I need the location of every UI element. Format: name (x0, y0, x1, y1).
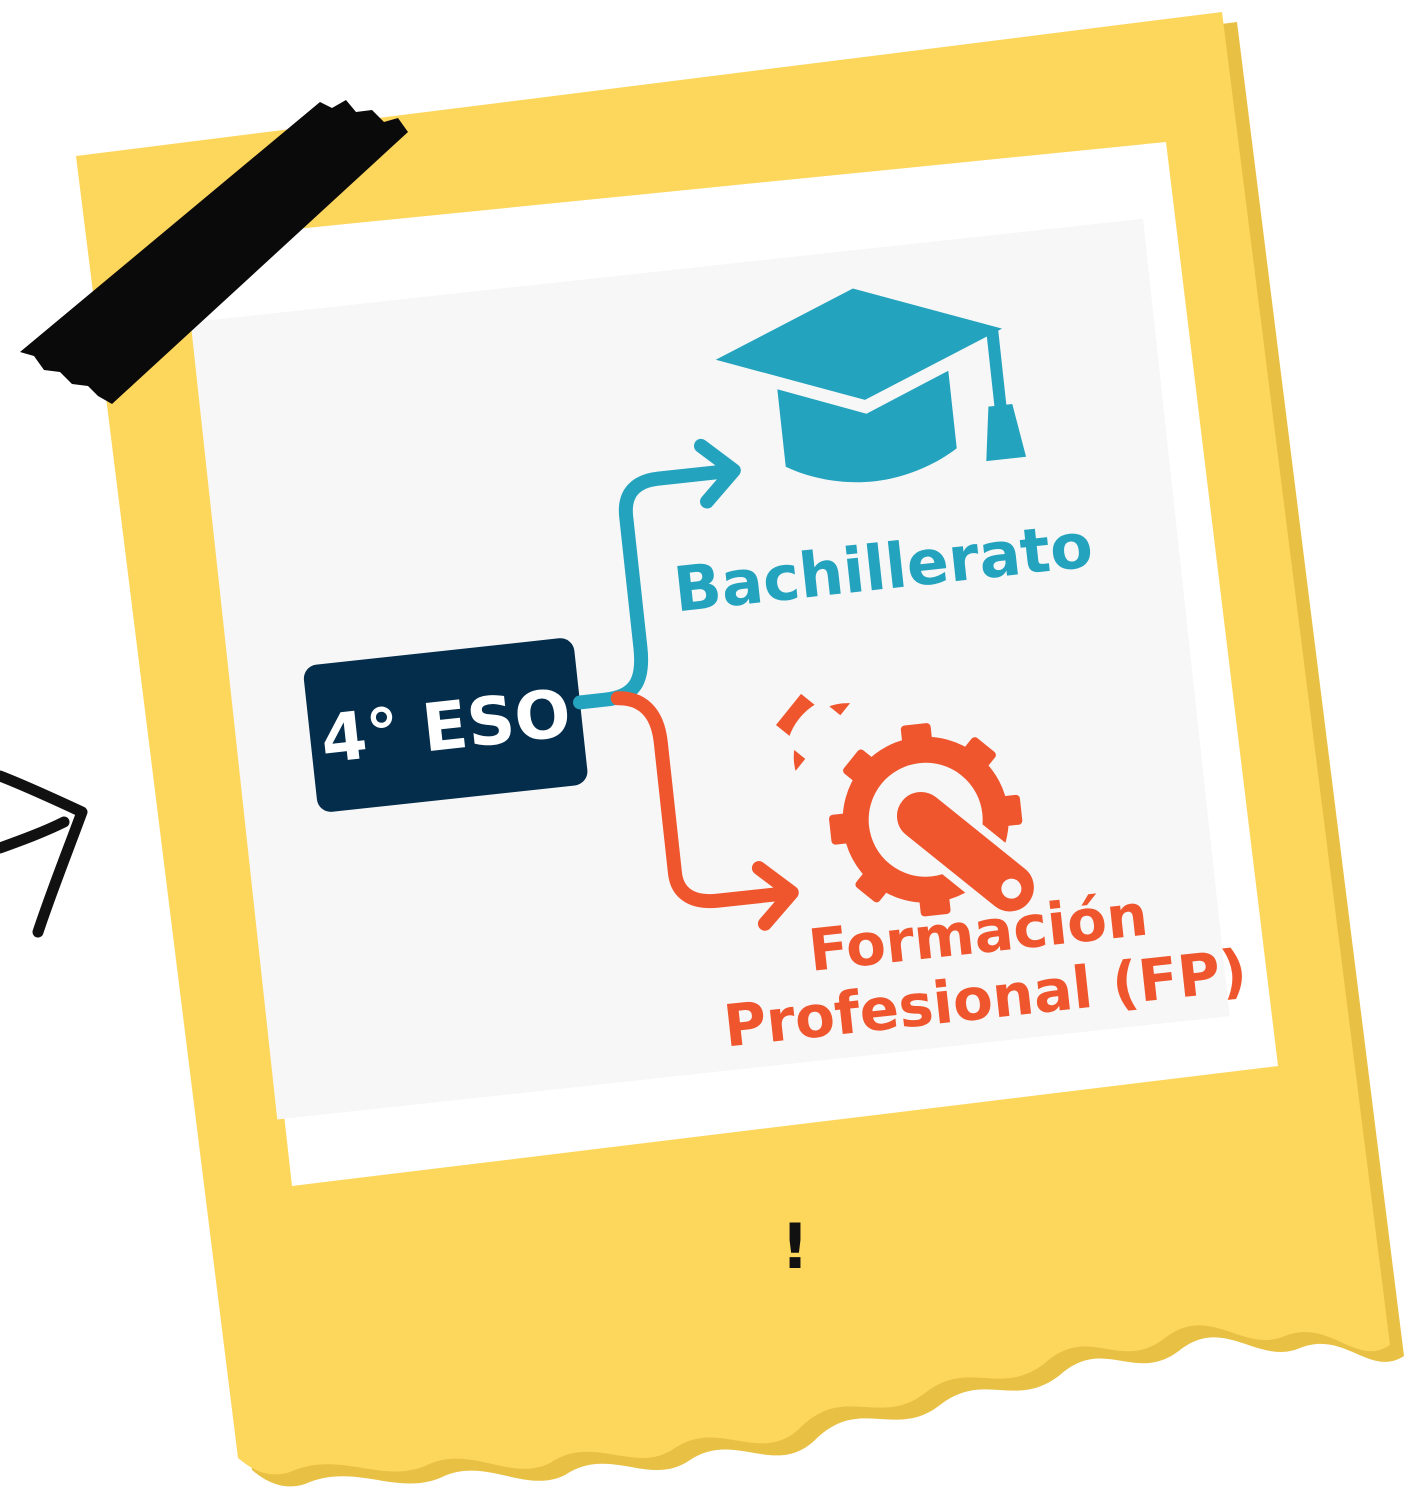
bachillerato-arrow-head (693, 438, 741, 509)
sketch-arrow-stroke (0, 816, 70, 854)
fp-connector-line (610, 691, 797, 909)
note-caption: ! (781, 1210, 809, 1283)
eso-node-box (303, 638, 588, 812)
fp-arrow-head (751, 861, 799, 931)
diagram-photo: 4° ESO Bachillerato (190, 218, 1250, 1120)
wrench-gear-icon (764, 682, 1042, 920)
graduation-cap-icon (715, 288, 1027, 483)
sketch-arrow-partial (0, 770, 88, 938)
tape-strip (20, 100, 408, 404)
